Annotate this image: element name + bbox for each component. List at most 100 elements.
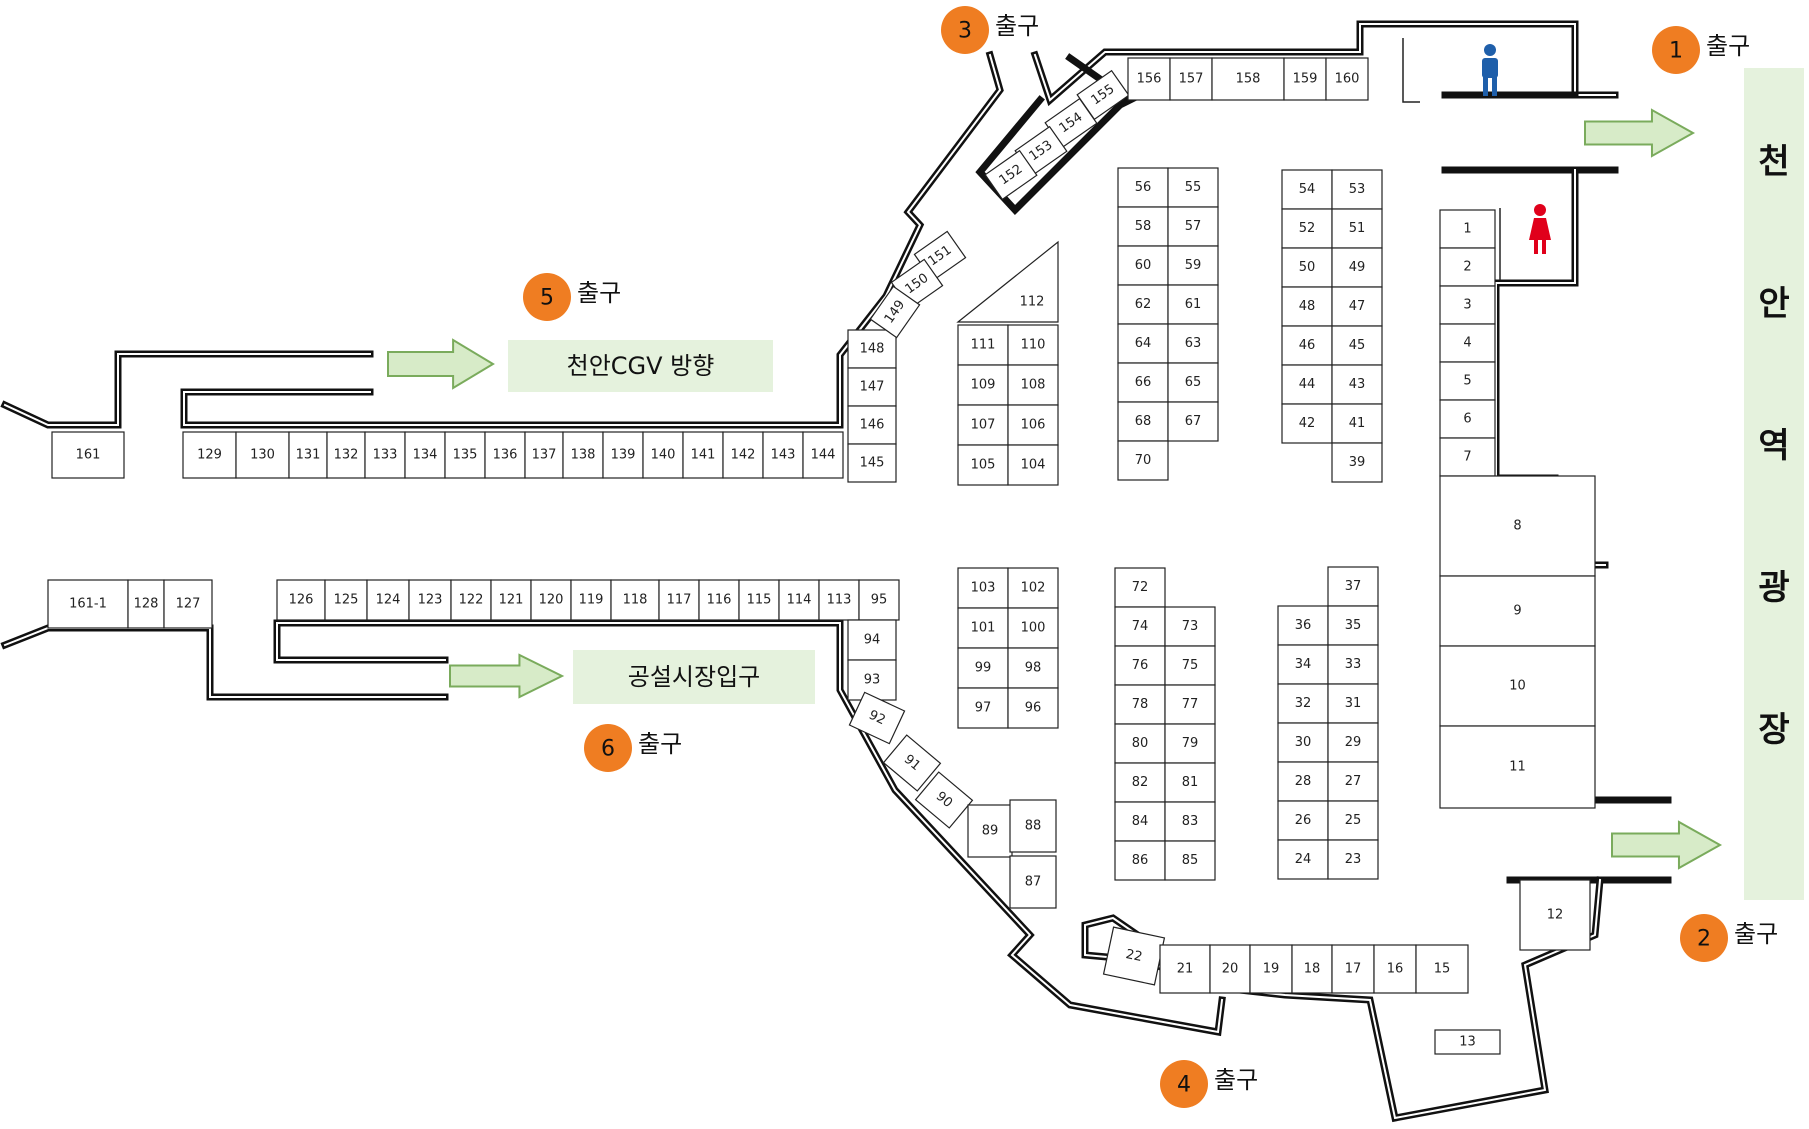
stall: 50 bbox=[1281, 247, 1333, 288]
stall: 132 bbox=[326, 431, 366, 479]
stall-box bbox=[1439, 323, 1496, 363]
stall: 44 bbox=[1281, 364, 1333, 405]
stall: 59 bbox=[1167, 245, 1219, 286]
stall: 45 bbox=[1331, 325, 1383, 366]
stall: 76 bbox=[1114, 645, 1166, 686]
exit-label: 출구 bbox=[995, 12, 1039, 40]
stall: 73 bbox=[1164, 606, 1216, 647]
stall-number: 156 bbox=[1137, 72, 1162, 87]
stall-number: 29 bbox=[1345, 735, 1362, 750]
stall-number: 27 bbox=[1345, 774, 1362, 789]
stall-number: 37 bbox=[1345, 579, 1362, 594]
stall-number: 123 bbox=[418, 593, 443, 608]
stall: 48 bbox=[1281, 286, 1333, 327]
stall-box bbox=[802, 431, 844, 479]
stall-number: 101 bbox=[971, 621, 996, 636]
stall: 26 bbox=[1277, 800, 1329, 841]
male-restroom-icon bbox=[1482, 44, 1498, 96]
stall: 124 bbox=[366, 579, 410, 621]
stall-box bbox=[1439, 285, 1496, 325]
stall: 115 bbox=[738, 579, 780, 621]
stall: 17 bbox=[1331, 944, 1375, 994]
stall-box bbox=[1127, 57, 1171, 101]
stall: 55 bbox=[1167, 167, 1219, 208]
stall: 119 bbox=[570, 579, 612, 621]
stall: 33 bbox=[1327, 644, 1379, 685]
stall-number: 160 bbox=[1335, 72, 1360, 87]
stall-box bbox=[957, 364, 1009, 406]
stall: 142 bbox=[722, 431, 764, 479]
stall-box bbox=[1281, 364, 1333, 405]
stall: 140 bbox=[642, 431, 684, 479]
stall: 78 bbox=[1114, 684, 1166, 725]
stall-number: 51 bbox=[1349, 221, 1366, 236]
stall-number: 94 bbox=[864, 633, 881, 648]
stall-box bbox=[1007, 607, 1059, 649]
stall: 88 bbox=[1009, 799, 1057, 853]
stall-number: 20 bbox=[1222, 962, 1239, 977]
stall-number: 108 bbox=[1021, 378, 1046, 393]
stall-number: 100 bbox=[1021, 621, 1046, 636]
stall-box bbox=[1167, 206, 1219, 247]
stall-box bbox=[1169, 57, 1213, 101]
stall: 107 bbox=[957, 404, 1009, 446]
stall-box bbox=[1281, 208, 1333, 249]
stall-box bbox=[1331, 286, 1383, 327]
stall: 19 bbox=[1249, 944, 1293, 994]
stall-box bbox=[1167, 167, 1219, 208]
stall-box bbox=[1331, 442, 1383, 483]
stall: 54 bbox=[1281, 169, 1333, 210]
stall: 86 bbox=[1114, 840, 1166, 881]
stall: 87 bbox=[1009, 855, 1057, 909]
stall-box bbox=[957, 607, 1009, 649]
stall-box bbox=[1167, 362, 1219, 403]
stall: 66 bbox=[1117, 362, 1169, 403]
stall-box bbox=[1277, 761, 1329, 802]
stall-number: 79 bbox=[1182, 736, 1199, 751]
stall-number: 92 bbox=[866, 708, 887, 729]
stall: 154 bbox=[1044, 97, 1098, 149]
destination-text: 공설시장입구 bbox=[628, 663, 760, 691]
stall-number: 142 bbox=[731, 448, 756, 463]
exit-label: 출구 bbox=[638, 730, 682, 758]
stall-number: 15 bbox=[1434, 962, 1451, 977]
exit-number: 3 bbox=[958, 19, 972, 44]
stall: 90 bbox=[914, 771, 974, 829]
stall: 103 bbox=[957, 567, 1009, 609]
stall-number: 113 bbox=[827, 593, 852, 608]
stall-number: 41 bbox=[1349, 416, 1366, 431]
stall: 102 bbox=[1007, 567, 1059, 609]
stall: 160 bbox=[1325, 57, 1369, 101]
stall-number: 128 bbox=[134, 597, 159, 612]
stall-number: 76 bbox=[1132, 658, 1149, 673]
stall: 31 bbox=[1327, 683, 1379, 724]
stall-number: 80 bbox=[1132, 736, 1149, 751]
stall: 56 bbox=[1117, 167, 1169, 208]
stall-number: 139 bbox=[611, 448, 636, 463]
stall-number: 64 bbox=[1135, 336, 1152, 351]
stall: 67 bbox=[1167, 401, 1219, 442]
stall: 123 bbox=[408, 579, 452, 621]
direction-arrow-icon bbox=[387, 338, 495, 390]
stall-number: 54 bbox=[1299, 182, 1316, 197]
stall-number: 56 bbox=[1135, 180, 1152, 195]
stall-box bbox=[127, 579, 165, 629]
stall: 155 bbox=[1076, 69, 1130, 121]
stall: 81 bbox=[1164, 762, 1216, 803]
female-restroom-icon bbox=[1529, 204, 1551, 254]
stall-box bbox=[1164, 723, 1216, 764]
exit-number: 2 bbox=[1697, 927, 1711, 952]
stall: 104 bbox=[1007, 444, 1059, 486]
stall: 10 bbox=[1439, 645, 1596, 727]
stall-number: 55 bbox=[1185, 180, 1202, 195]
stall: 75 bbox=[1164, 645, 1216, 686]
exit-badge-icon bbox=[1160, 1060, 1208, 1108]
stall: 143 bbox=[762, 431, 804, 479]
stall-box bbox=[1331, 364, 1383, 405]
stall: 84 bbox=[1114, 801, 1166, 842]
stall-number: 30 bbox=[1295, 735, 1312, 750]
stall-box bbox=[1434, 1029, 1501, 1055]
stall-box bbox=[1519, 879, 1591, 951]
